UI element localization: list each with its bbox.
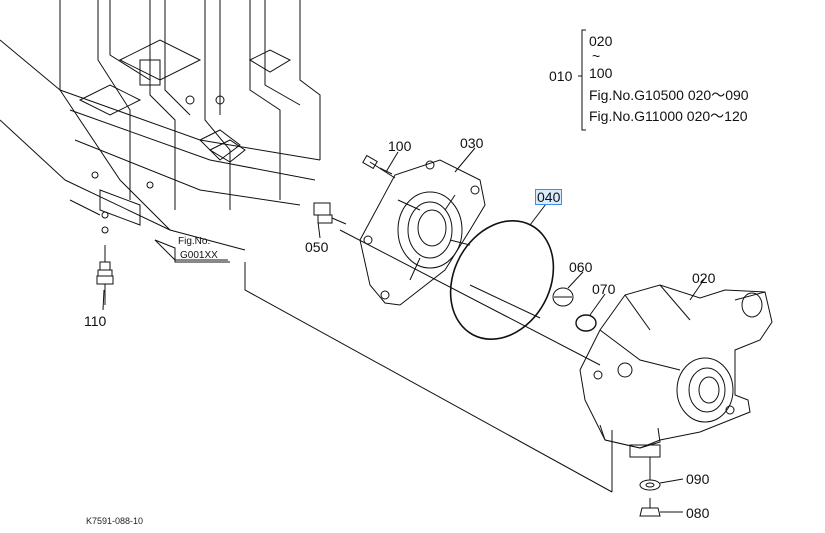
plug-part bbox=[313, 202, 347, 225]
callout-030[interactable]: 030 bbox=[460, 135, 484, 151]
callout-100[interactable]: 100 bbox=[388, 138, 412, 154]
callout-060[interactable]: 060 bbox=[569, 259, 593, 275]
group-range-start[interactable]: 020 bbox=[589, 33, 613, 49]
fig-ref-label[interactable]: Fig.No. bbox=[178, 236, 211, 247]
callout-080[interactable]: 080 bbox=[686, 505, 710, 521]
group-range-tilde: ~ bbox=[592, 48, 601, 64]
callout-090[interactable]: 090 bbox=[686, 471, 710, 487]
callout-040[interactable]: 040 bbox=[535, 189, 563, 205]
callout-010[interactable]: 010 bbox=[549, 68, 573, 84]
gear-housing bbox=[579, 284, 773, 458]
fig-ref-code[interactable]: G001XX bbox=[180, 250, 218, 261]
frame-assembly bbox=[0, 0, 321, 305]
cover-flange bbox=[359, 159, 486, 306]
callout-020[interactable]: 020 bbox=[692, 270, 716, 286]
group-fig-ref-2[interactable]: Fig.No.G11000 020～120 bbox=[589, 108, 748, 124]
callout-110[interactable]: 110 bbox=[84, 313, 107, 329]
drawing-code: K7591-088-10 bbox=[86, 516, 144, 526]
callout-070[interactable]: 070 bbox=[592, 281, 616, 297]
callout-050[interactable]: 050 bbox=[305, 239, 329, 255]
group-range-end[interactable]: 100 bbox=[589, 65, 613, 81]
group-fig-ref-1[interactable]: Fig.No.G10500 020～090 bbox=[589, 87, 749, 103]
drain-plug bbox=[552, 287, 574, 307]
